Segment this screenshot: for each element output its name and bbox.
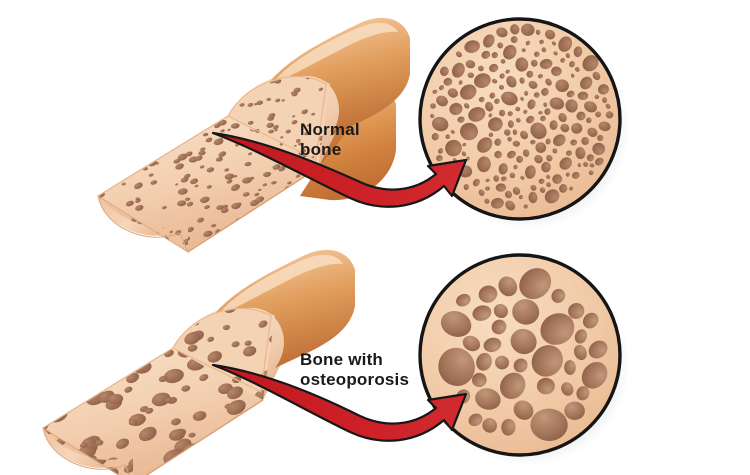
magnified-normal-bone [418,17,630,230]
magnified-osteoporotic-bone [418,253,630,466]
label-normal-bone: Normal bone [300,120,360,159]
arrow-osteoporosis-bone [211,363,468,442]
arrow-normal-bone [211,131,468,208]
label-bone-with-osteoporosis: Bone with osteoporosis [300,350,410,389]
bone-normal-illustration [97,17,410,254]
